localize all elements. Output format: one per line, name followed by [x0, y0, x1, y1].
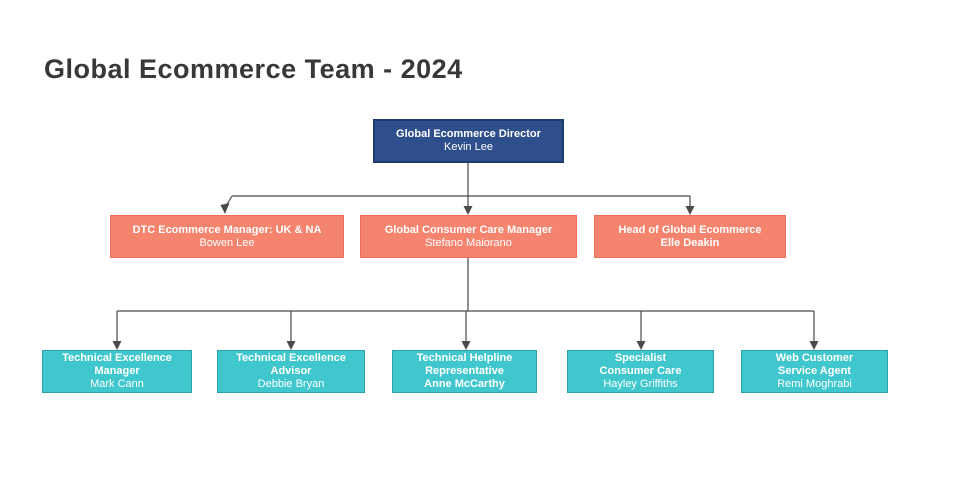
org-node-technical-helpline-representative: Technical Helpline Representative Anne M…	[392, 350, 537, 393]
org-node-head-of-global-ecommerce: Head of Global Ecommerce Elle Deakin	[594, 215, 786, 258]
org-node-global-consumer-care-manager: Global Consumer Care Manager Stefano Mai…	[360, 215, 577, 258]
org-node-technical-excellence-manager: Technical Excellence Manager Mark Cann	[42, 350, 192, 393]
org-node-web-customer-service-agent: Web Customer Service Agent Remi Moghrabi	[741, 350, 888, 393]
org-node-director: Global Ecommerce Director Kevin Lee	[373, 119, 564, 163]
role-title: DTC Ecommerce Manager: UK & NA	[132, 223, 322, 236]
role-title: Head of Global Ecommerce	[618, 223, 762, 236]
role-title: Web Customer Service Agent	[775, 352, 854, 377]
person-name: Mark Cann	[90, 378, 144, 390]
person-name: Bowen Lee	[199, 236, 255, 249]
org-node-specialist-consumer-care: Specialist Consumer Care Hayley Griffith…	[567, 350, 714, 393]
person-name: Kevin Lee	[444, 141, 493, 153]
role-title: Technical Helpline Representative	[416, 352, 513, 377]
role-title: Technical Excellence Manager	[62, 352, 172, 377]
chart-title: Global Ecommerce Team - 2024	[44, 54, 463, 84]
person-name: Remi Moghrabi	[777, 378, 852, 390]
person-name: Hayley Griffiths	[603, 378, 678, 390]
person-name: Anne McCarthy	[424, 378, 505, 390]
person-name: Stefano Maiorano	[425, 236, 512, 249]
role-title: Technical Excellence Advisor	[236, 352, 346, 377]
role-title: Global Ecommerce Director	[396, 128, 541, 140]
role-title: Global Consumer Care Manager	[384, 223, 553, 236]
person-name: Elle Deakin	[660, 236, 720, 249]
org-node-technical-excellence-advisor: Technical Excellence Advisor Debbie Brya…	[217, 350, 365, 393]
org-node-dtc-ecommerce-manager: DTC Ecommerce Manager: UK & NA Bowen Lee	[110, 215, 344, 258]
role-title: Specialist Consumer Care	[599, 352, 682, 377]
person-name: Debbie Bryan	[257, 378, 325, 390]
